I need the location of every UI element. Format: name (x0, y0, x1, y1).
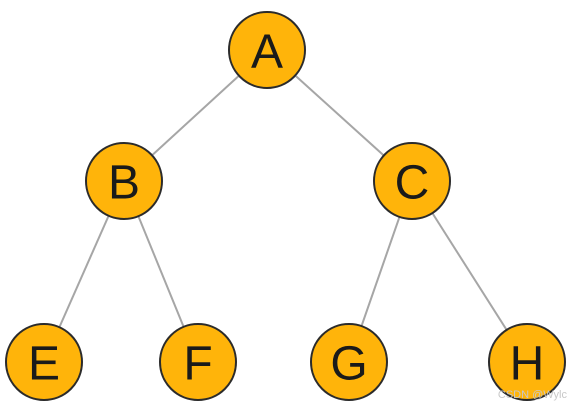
node-circle (373, 142, 451, 220)
node-circle (488, 323, 566, 401)
node-circle (228, 11, 306, 89)
node-c: C (373, 142, 451, 220)
node-label: G (330, 338, 367, 391)
node-circle (159, 323, 237, 401)
node-b: B (85, 142, 163, 220)
node-a: A (228, 11, 306, 89)
node-label: A (251, 26, 283, 79)
node-circle (5, 323, 83, 401)
node-circle (85, 142, 163, 220)
node-label: F (183, 338, 212, 391)
node-e: E (5, 323, 83, 401)
node-g: G (310, 323, 388, 401)
watermark: CSDN @Wylc (497, 389, 567, 401)
nodes-layer: A B C E F G H (5, 11, 566, 401)
node-h: H (488, 323, 566, 401)
node-label: H (510, 338, 545, 391)
node-label: E (28, 338, 60, 391)
node-label: C (395, 157, 430, 210)
node-f: F (159, 323, 237, 401)
node-label: B (108, 157, 140, 210)
node-circle (310, 323, 388, 401)
